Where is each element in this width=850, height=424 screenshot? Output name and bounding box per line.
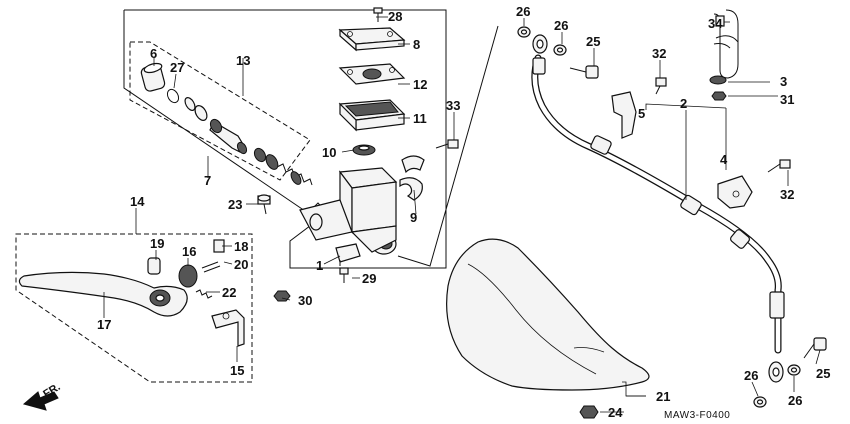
part-label: 3 — [780, 74, 787, 89]
adjuster-spring — [195, 289, 213, 299]
part-label: 4 — [720, 152, 728, 167]
part-label: 22 — [222, 285, 236, 300]
circlip — [166, 88, 180, 104]
part-label: 26 — [516, 4, 530, 19]
piston-boot — [140, 62, 166, 92]
oil-bolts — [569, 65, 827, 359]
diaphragm-plate — [338, 63, 406, 85]
part-label: 17 — [97, 317, 111, 332]
part-label: 23 — [228, 197, 242, 212]
return-spring — [265, 154, 313, 186]
front-direction-arrow — [22, 391, 59, 411]
part-label: 32 — [780, 187, 794, 202]
hose-clamp-lower — [717, 175, 753, 209]
holder-bolt — [435, 139, 459, 149]
guard-nut — [579, 405, 599, 419]
part-label: 19 — [150, 236, 164, 251]
part-label: 27 — [170, 60, 184, 75]
part-label: 13 — [236, 53, 250, 68]
master-cylinder-frame — [123, 9, 447, 269]
part-label: 26 — [554, 18, 568, 33]
part-label: 26 — [744, 368, 758, 383]
hose-clamp-upper — [611, 91, 637, 139]
part-label: 32 — [652, 46, 666, 61]
holder-clamp — [399, 155, 425, 201]
brake-hose — [531, 34, 785, 383]
part-label: 6 — [150, 46, 157, 61]
adjuster-screw — [201, 239, 225, 273]
cap-screw — [373, 7, 383, 22]
part-label: 34 — [708, 16, 723, 31]
part-label: 2 — [680, 96, 687, 111]
part-label: 33 — [446, 98, 460, 113]
part-label: 25 — [816, 366, 830, 381]
guide-screw — [715, 15, 725, 27]
bleeder-screw — [257, 194, 271, 215]
part-number-labels: 28 8 12 11 10 9 1 29 30 23 13 7 6 27 14 … — [97, 4, 830, 420]
diagram-code: MAW3-F0400 — [664, 410, 730, 421]
part-label: 12 — [413, 77, 427, 92]
clamp-bolts — [655, 77, 791, 173]
part-label: 8 — [413, 37, 420, 52]
part-label: 29 — [362, 271, 376, 286]
lever-frame — [15, 233, 253, 383]
part-label: 15 — [230, 363, 244, 378]
part-label: 16 — [182, 244, 196, 259]
piston-washer — [184, 97, 208, 121]
part-label: 14 — [130, 194, 145, 209]
part-label: 7 — [204, 173, 211, 188]
part-label: 28 — [388, 9, 402, 24]
bleeder-cap — [273, 290, 291, 302]
part-label: 30 — [298, 293, 312, 308]
adjuster-dial — [178, 264, 198, 288]
master-cylinder-body — [299, 167, 398, 255]
brake-lever — [18, 271, 188, 317]
part-label: 24 — [608, 405, 623, 420]
part-label: 9 — [410, 210, 417, 225]
piston-cup — [253, 147, 267, 163]
hose-frame — [397, 25, 499, 267]
part-label: 31 — [780, 92, 794, 107]
reservoir-cap — [338, 27, 406, 52]
part-label: 10 — [322, 145, 336, 160]
brake-light-switch — [335, 243, 361, 266]
lever-bracket — [211, 309, 245, 347]
part-label: 25 — [586, 34, 600, 49]
switch-screw — [339, 267, 349, 283]
part-label: 5 — [638, 106, 645, 121]
float-ring — [352, 144, 376, 156]
part-label: 18 — [234, 239, 248, 254]
part-label: 21 — [656, 389, 670, 404]
pivot-bushing — [147, 257, 161, 275]
part-label: 26 — [788, 393, 802, 408]
part-label: 1 — [316, 258, 323, 273]
guide-nut — [711, 91, 727, 101]
guide-washer — [709, 75, 727, 85]
part-label: 11 — [413, 111, 427, 126]
leader-lines — [103, 16, 821, 413]
part-label: 20 — [234, 257, 248, 272]
piston-rod — [209, 118, 248, 155]
sealing-washers — [517, 26, 801, 408]
hand-guard — [446, 238, 650, 391]
piston-kit-box — [129, 41, 311, 181]
diaphragm — [338, 99, 406, 132]
